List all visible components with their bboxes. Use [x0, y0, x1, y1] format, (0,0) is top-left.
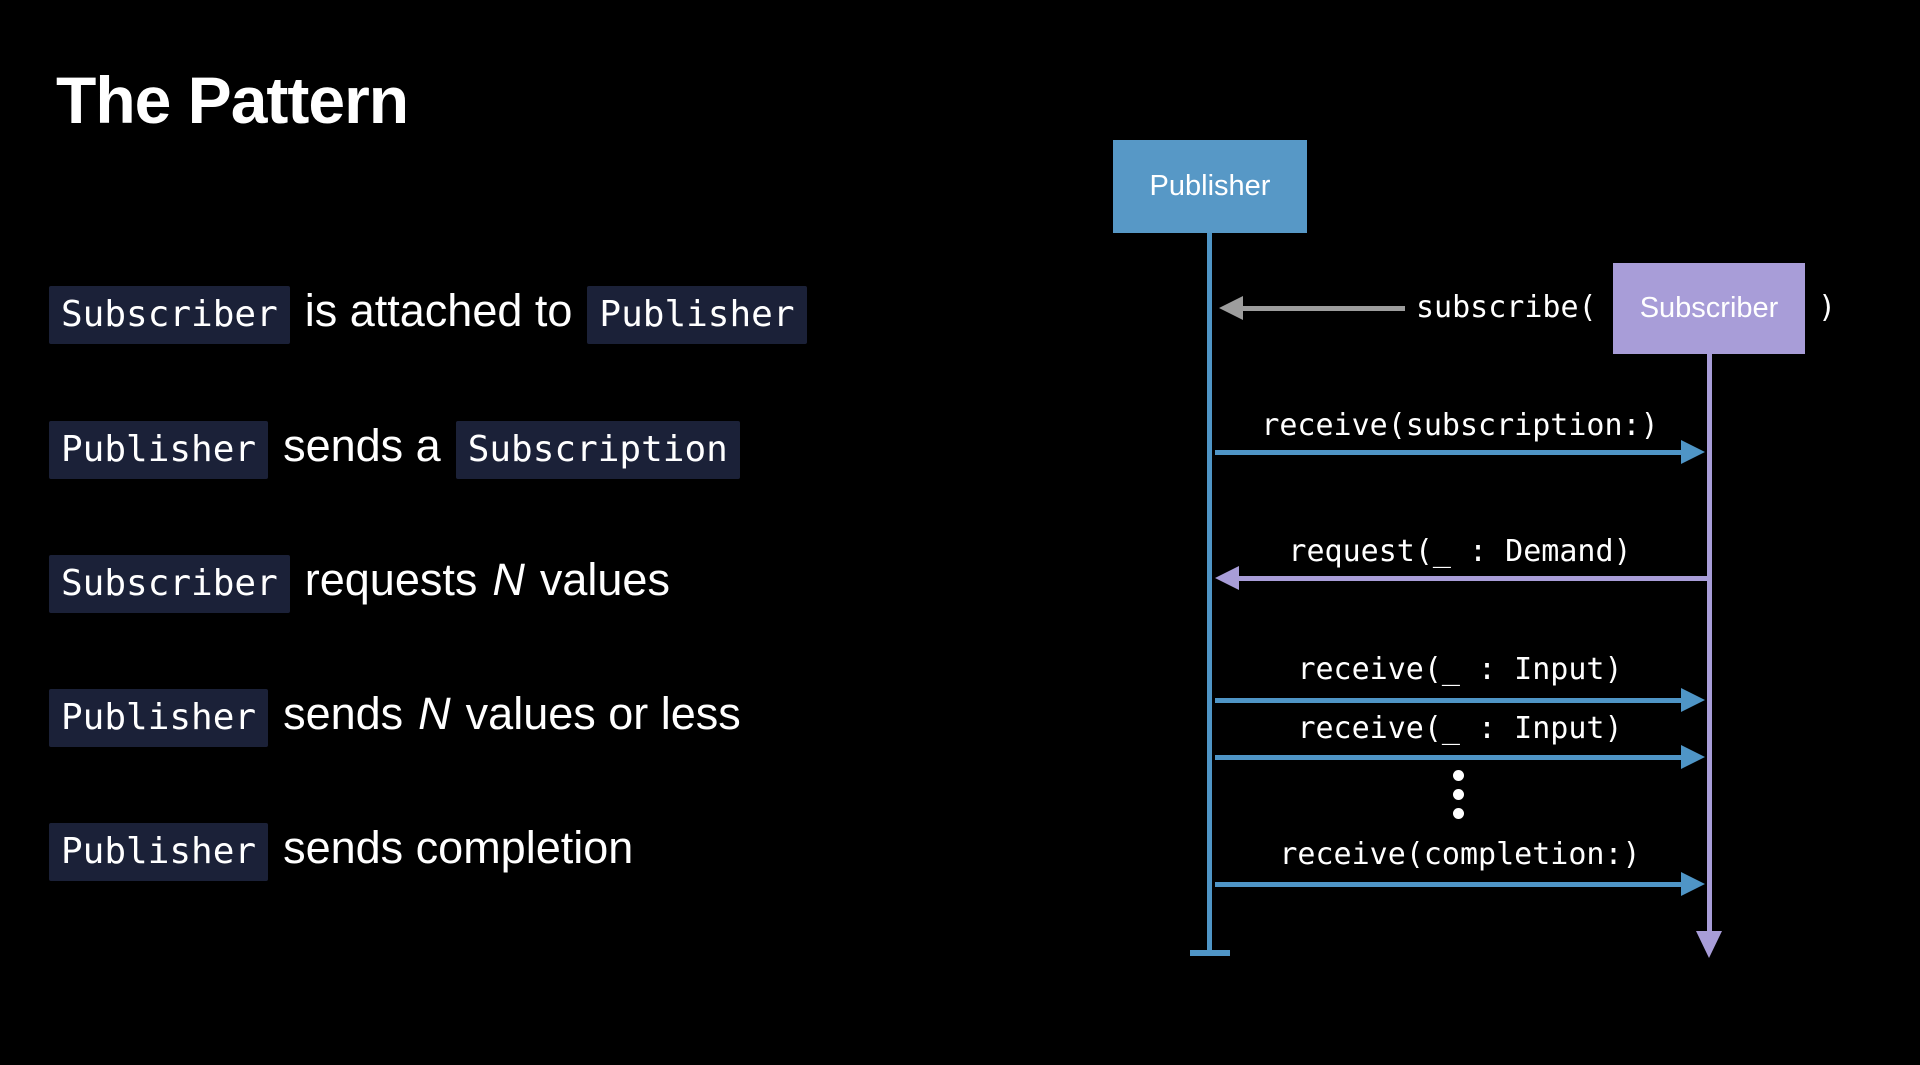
arrow-head-icon [1681, 745, 1705, 769]
message-label-request-demand: request(_ : Demand) [1288, 534, 1632, 569]
message-label-receive-completion: receive(completion:) [1279, 837, 1641, 872]
bullet-text: sends completion [283, 822, 634, 873]
subscriber-lifeline-arrowhead-icon [1696, 931, 1722, 958]
ellipsis-dot [1453, 808, 1464, 819]
subscriber-actor-box: Subscriber [1613, 263, 1805, 354]
arrow-shaft [1236, 306, 1405, 311]
code-chip-publisher: Publisher [587, 286, 807, 344]
ellipsis-dot [1453, 789, 1464, 800]
arrow-head-icon [1215, 566, 1239, 590]
publisher-lifeline-endcap [1190, 950, 1230, 956]
arrow-head-icon [1681, 872, 1705, 896]
message-label-receive-input: receive(_ : Input) [1297, 652, 1623, 687]
code-chip-subscriber: Subscriber [49, 286, 290, 344]
subscribe-call-prefix: subscribe( [1416, 290, 1597, 325]
message-label-receive-input: receive(_ : Input) [1297, 711, 1623, 746]
publisher-actor-box: Publisher [1113, 140, 1307, 233]
code-chip-publisher: Publisher [49, 823, 269, 881]
bullet-publisher-sends-n: Publisher sends N values or less [49, 689, 741, 747]
subscribe-call-suffix: ) [1818, 290, 1837, 325]
code-chip-publisher: Publisher [49, 421, 269, 479]
publisher-actor-label: Publisher [1149, 170, 1271, 202]
bullet-variable-n: N [418, 688, 451, 739]
bullet-publisher-sends-subscription: Publisher sends a Subscription [49, 421, 740, 479]
bullet-text: values or less [465, 688, 741, 739]
publisher-lifeline [1207, 233, 1212, 952]
message-arrow-right-icon [1215, 872, 1705, 896]
bullet-text: is attached to [304, 285, 573, 336]
arrow-shaft [1232, 576, 1707, 581]
bullet-variable-n: N [492, 554, 525, 605]
code-chip-subscription: Subscription [455, 421, 740, 479]
message-arrow-right-icon [1215, 745, 1705, 769]
slide-title: The Pattern [56, 63, 409, 138]
ellipsis-dot [1453, 770, 1464, 781]
bullet-subscriber-requests-n: Subscriber requests N values [49, 555, 670, 613]
bullet-text: sends [283, 688, 404, 739]
subscriber-lifeline [1707, 354, 1712, 932]
bullet-publisher-sends-completion: Publisher sends completion [49, 823, 633, 881]
bullet-text: requests [304, 554, 478, 605]
arrow-shaft [1215, 450, 1688, 455]
arrow-head-icon [1681, 440, 1705, 464]
code-chip-publisher: Publisher [49, 689, 269, 747]
message-arrow-left-icon [1215, 566, 1707, 590]
arrow-head-icon [1681, 688, 1705, 712]
arrow-shaft [1215, 755, 1688, 760]
bullet-subscriber-attached: Subscriber is attached to Publisher [49, 286, 807, 344]
bullet-text: sends a [283, 420, 441, 471]
subscribe-arrow-left-icon [1219, 296, 1405, 320]
bullet-text: values [539, 554, 670, 605]
arrow-shaft [1215, 698, 1688, 703]
arrow-head-icon [1219, 296, 1243, 320]
code-chip-subscriber: Subscriber [49, 555, 290, 613]
arrow-shaft [1215, 882, 1688, 887]
message-label-receive-subscription: receive(subscription:) [1261, 408, 1659, 443]
subscriber-actor-label: Subscriber [1639, 292, 1779, 324]
message-arrow-right-icon [1215, 440, 1705, 464]
message-arrow-right-icon [1215, 688, 1705, 712]
